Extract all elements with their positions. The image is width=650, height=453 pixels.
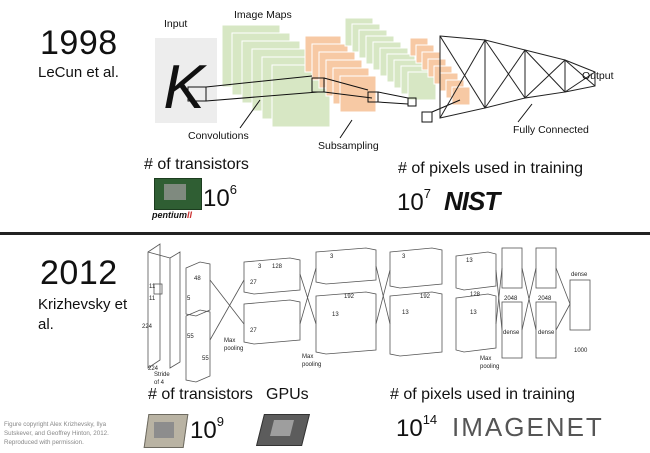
- svg-text:11: 11: [149, 296, 156, 302]
- svg-text:3: 3: [330, 254, 334, 260]
- svg-text:pooling: pooling: [480, 364, 499, 370]
- label-output: Output: [582, 70, 614, 82]
- svg-text:128: 128: [470, 292, 481, 298]
- svg-text:3: 3: [258, 264, 262, 270]
- transistors-value-2012: 109: [190, 414, 224, 444]
- figure-credit: Figure copyright Alex Krizhevsky, Ilya S…: [4, 421, 109, 446]
- author-krizhevsky-line1: Krizhevsky et: [38, 296, 128, 313]
- svg-text:55: 55: [202, 356, 209, 362]
- gpu-chip-image: [256, 410, 310, 450]
- transistors-label-1998: # of transistors: [144, 156, 249, 173]
- intel-chip-image: [143, 410, 189, 450]
- year-1998: 1998: [40, 24, 118, 62]
- label-input: Input: [164, 18, 188, 30]
- label-convolutions: Convolutions: [188, 130, 249, 142]
- svg-text:dense: dense: [538, 330, 555, 336]
- svg-text:55: 55: [187, 334, 194, 340]
- svg-text:48: 48: [194, 276, 201, 282]
- pixels-label-2012: # of pixels used in training: [390, 386, 575, 403]
- svg-text:27: 27: [250, 280, 257, 286]
- svg-text:13: 13: [402, 310, 409, 316]
- transistors-label-2012: # of transistors: [148, 386, 253, 403]
- nist-logo: NIST: [444, 186, 500, 216]
- svg-text:224: 224: [148, 366, 159, 372]
- svg-text:2048: 2048: [538, 296, 552, 302]
- imagenet-logo: IMAGENET: [452, 412, 604, 442]
- svg-text:5: 5: [187, 296, 191, 302]
- svg-text:Max: Max: [224, 338, 235, 344]
- lenet-diagram: K: [155, 17, 596, 139]
- pixels-label-1998: # of pixels used in training: [398, 160, 583, 177]
- svg-text:11: 11: [149, 284, 156, 290]
- pentium-logo: pentiumII: [152, 210, 193, 220]
- svg-text:27: 27: [250, 328, 257, 334]
- svg-text:192: 192: [420, 294, 431, 300]
- author-lecun: LeCun et al.: [38, 64, 119, 81]
- pixels-value-2012: 1014: [396, 412, 438, 442]
- svg-text:224: 224: [142, 324, 153, 330]
- svg-text:13: 13: [466, 258, 473, 264]
- label-subsampling: Subsampling: [318, 140, 379, 152]
- svg-text:192: 192: [344, 294, 355, 300]
- year-2012: 2012: [40, 254, 118, 292]
- svg-text:13: 13: [332, 312, 339, 318]
- label-fully-connected: Fully Connected: [513, 124, 589, 136]
- gpus-label: GPUs: [266, 386, 309, 403]
- author-krizhevsky-line2: al.: [38, 316, 54, 333]
- svg-text:2048: 2048: [504, 296, 518, 302]
- label-image-maps: Image Maps: [234, 9, 292, 21]
- svg-text:dense: dense: [503, 330, 520, 336]
- pixels-value-1998: 107: [397, 186, 431, 216]
- svg-text:Max: Max: [302, 354, 313, 360]
- svg-text:Max: Max: [480, 356, 491, 362]
- svg-text:128: 128: [272, 264, 283, 270]
- transistors-value-1998: 106: [203, 182, 237, 212]
- svg-text:of 4: of 4: [154, 380, 165, 386]
- svg-text:1000: 1000: [574, 348, 588, 354]
- input-image: [155, 38, 217, 123]
- pentium-chip-image: pentiumII: [152, 178, 204, 224]
- section-divider: [0, 232, 650, 235]
- svg-text:pooling: pooling: [224, 346, 243, 352]
- svg-text:Stride: Stride: [154, 372, 170, 378]
- svg-text:13: 13: [470, 310, 477, 316]
- svg-text:dense: dense: [571, 272, 588, 278]
- svg-text:pooling: pooling: [302, 362, 321, 368]
- svg-text:3: 3: [402, 254, 406, 260]
